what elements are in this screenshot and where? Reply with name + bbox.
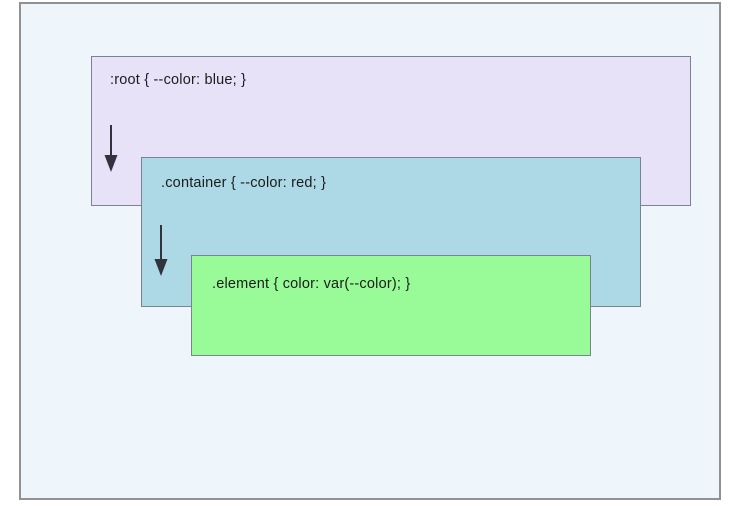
down-arrow-head [154,259,168,276]
down-arrow-icon [154,225,168,276]
diagram-canvas: :root { --color: blue; } .container { --… [19,2,721,500]
element-rule-label: .element { color: var(--color); } [212,276,411,292]
down-arrow-icon [104,125,118,172]
root-rule-label: :root { --color: blue; } [110,72,247,88]
container-rule-label: .container { --color: red; } [161,175,327,191]
down-arrow-head [104,155,118,172]
element-scope-box: .element { color: var(--color); } [191,255,591,356]
